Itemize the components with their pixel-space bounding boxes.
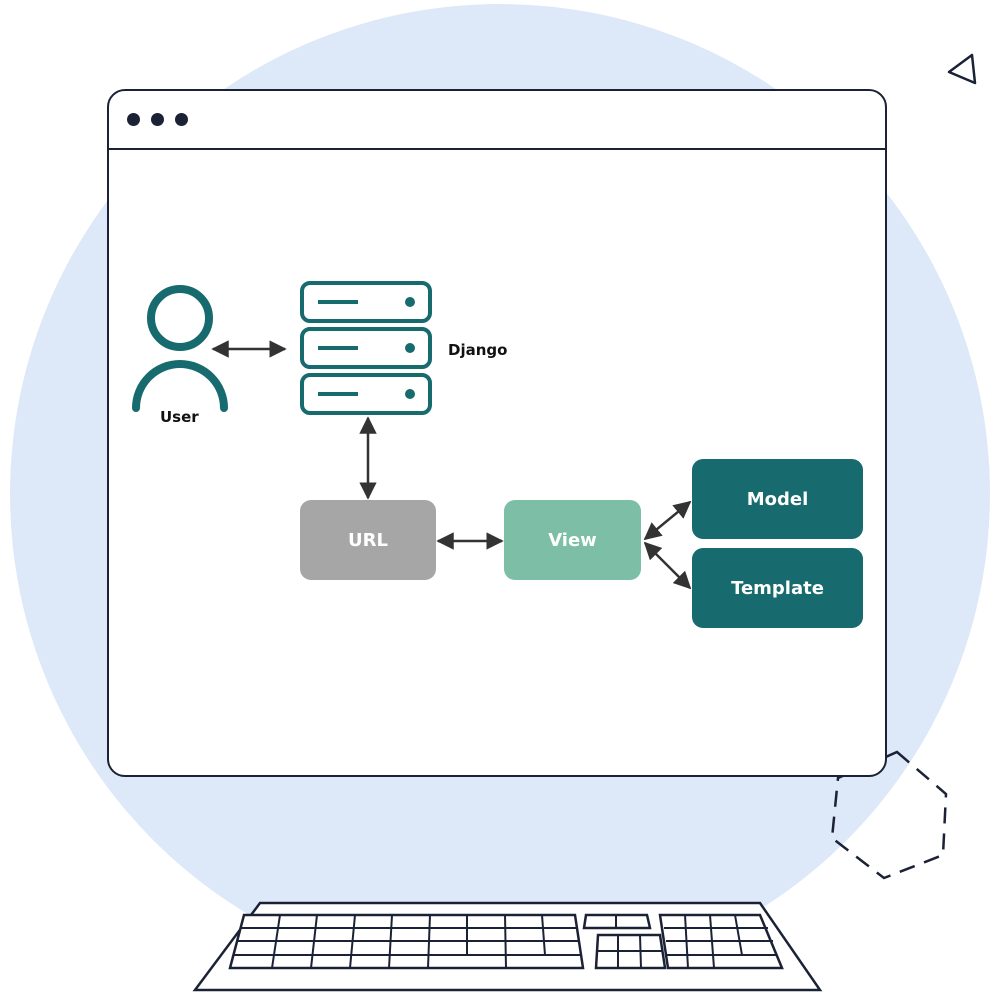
view-node: View xyxy=(504,500,641,580)
user-label: User xyxy=(160,408,199,426)
browser-window xyxy=(107,89,887,777)
window-titlebar xyxy=(109,91,885,150)
model-node: Model xyxy=(692,459,863,539)
template-node-label: Template xyxy=(731,577,824,599)
arrow-view-template xyxy=(643,541,692,590)
triangle-icon xyxy=(947,53,977,85)
url-node: URL xyxy=(300,500,436,580)
arrow-view-model xyxy=(643,500,692,541)
dashed-hexagon xyxy=(830,750,948,880)
url-node-label: URL xyxy=(348,529,388,551)
user-icon xyxy=(132,285,228,412)
window-dot-icon xyxy=(175,113,188,126)
server-icon xyxy=(300,281,432,415)
django-label: Django xyxy=(448,341,508,359)
model-node-label: Model xyxy=(746,488,809,510)
keyboard-key-grid xyxy=(234,914,777,969)
template-node: Template xyxy=(692,548,863,628)
window-dot-icon xyxy=(127,113,140,126)
window-dot-icon xyxy=(151,113,164,126)
view-node-label: View xyxy=(548,529,597,551)
